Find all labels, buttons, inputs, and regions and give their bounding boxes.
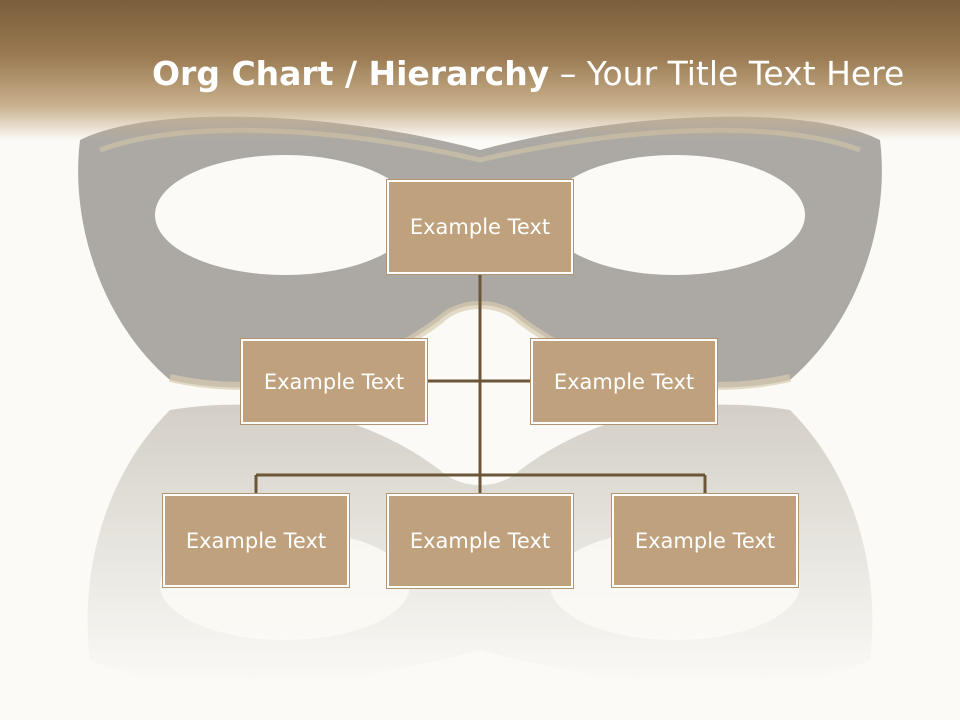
- title-bold: Org Chart / Hierarchy: [152, 54, 550, 93]
- org-node-child-3[interactable]: Example Text: [612, 494, 798, 587]
- org-node-top[interactable]: Example Text: [387, 180, 573, 274]
- slide-title: Org Chart / Hierarchy – Your Title Text …: [152, 54, 904, 93]
- title-subtitle: Your Title Text Here: [586, 54, 905, 93]
- org-node-child-2[interactable]: Example Text: [387, 494, 573, 588]
- org-node-child-1[interactable]: Example Text: [163, 494, 349, 587]
- org-node-assistant-left[interactable]: Example Text: [241, 339, 427, 424]
- org-node-assistant-right[interactable]: Example Text: [531, 339, 717, 424]
- title-separator: –: [549, 54, 587, 93]
- title-band: [0, 0, 960, 140]
